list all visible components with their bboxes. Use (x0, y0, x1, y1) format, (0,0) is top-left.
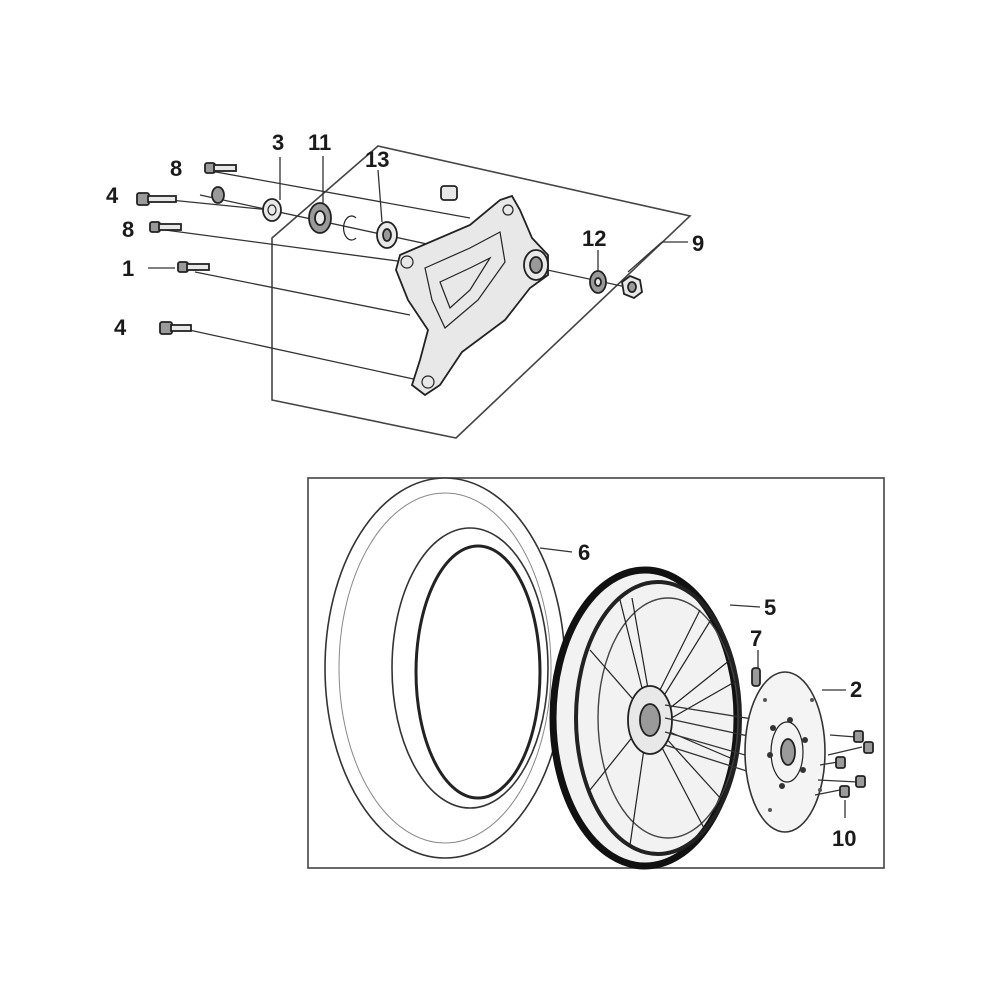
callout-10: 10 (832, 826, 856, 851)
caliper-bracket-group (136, 145, 692, 439)
tire-6 (324, 477, 566, 859)
callout-8-upper: 8 (170, 156, 182, 181)
seal-12 (589, 270, 607, 294)
bracket-group-frame (271, 145, 692, 439)
bearing-13 (376, 221, 398, 249)
bolt-4-upper (136, 192, 177, 206)
brake-disc-2 (744, 671, 826, 833)
callout-2: 2 (850, 677, 862, 702)
circlip (342, 215, 357, 241)
oil-seal-11 (308, 202, 332, 234)
valve-7 (751, 667, 761, 687)
collar-3 (262, 198, 282, 222)
bolt-4-lower (159, 321, 192, 335)
axle-nut (621, 274, 643, 300)
collar-rear (440, 185, 458, 201)
disc-bolts-10 (814, 730, 874, 798)
callout-3: 3 (272, 130, 284, 155)
callout-1: 1 (122, 256, 134, 281)
callout-9: 9 (692, 231, 704, 256)
callout-13: 13 (365, 147, 389, 172)
callout-6: 6 (578, 540, 590, 565)
callout-4-lower: 4 (114, 315, 127, 340)
callout-12: 12 (582, 226, 606, 251)
callout-4-upper: 4 (106, 183, 119, 208)
wheel-rim-5 (549, 566, 742, 870)
wheel-assembly-group (307, 477, 885, 870)
bolt-8-lower (149, 221, 182, 233)
caliper-bracket (395, 194, 549, 397)
callout-11: 11 (308, 130, 331, 155)
callout-8-lower: 8 (122, 217, 134, 242)
nut-small (211, 186, 225, 204)
wheel-group-frame (307, 477, 885, 869)
bolt-1 (177, 261, 210, 273)
callout-7: 7 (750, 626, 762, 651)
callout-5: 5 (764, 595, 776, 620)
bolt-8-upper (204, 162, 237, 174)
